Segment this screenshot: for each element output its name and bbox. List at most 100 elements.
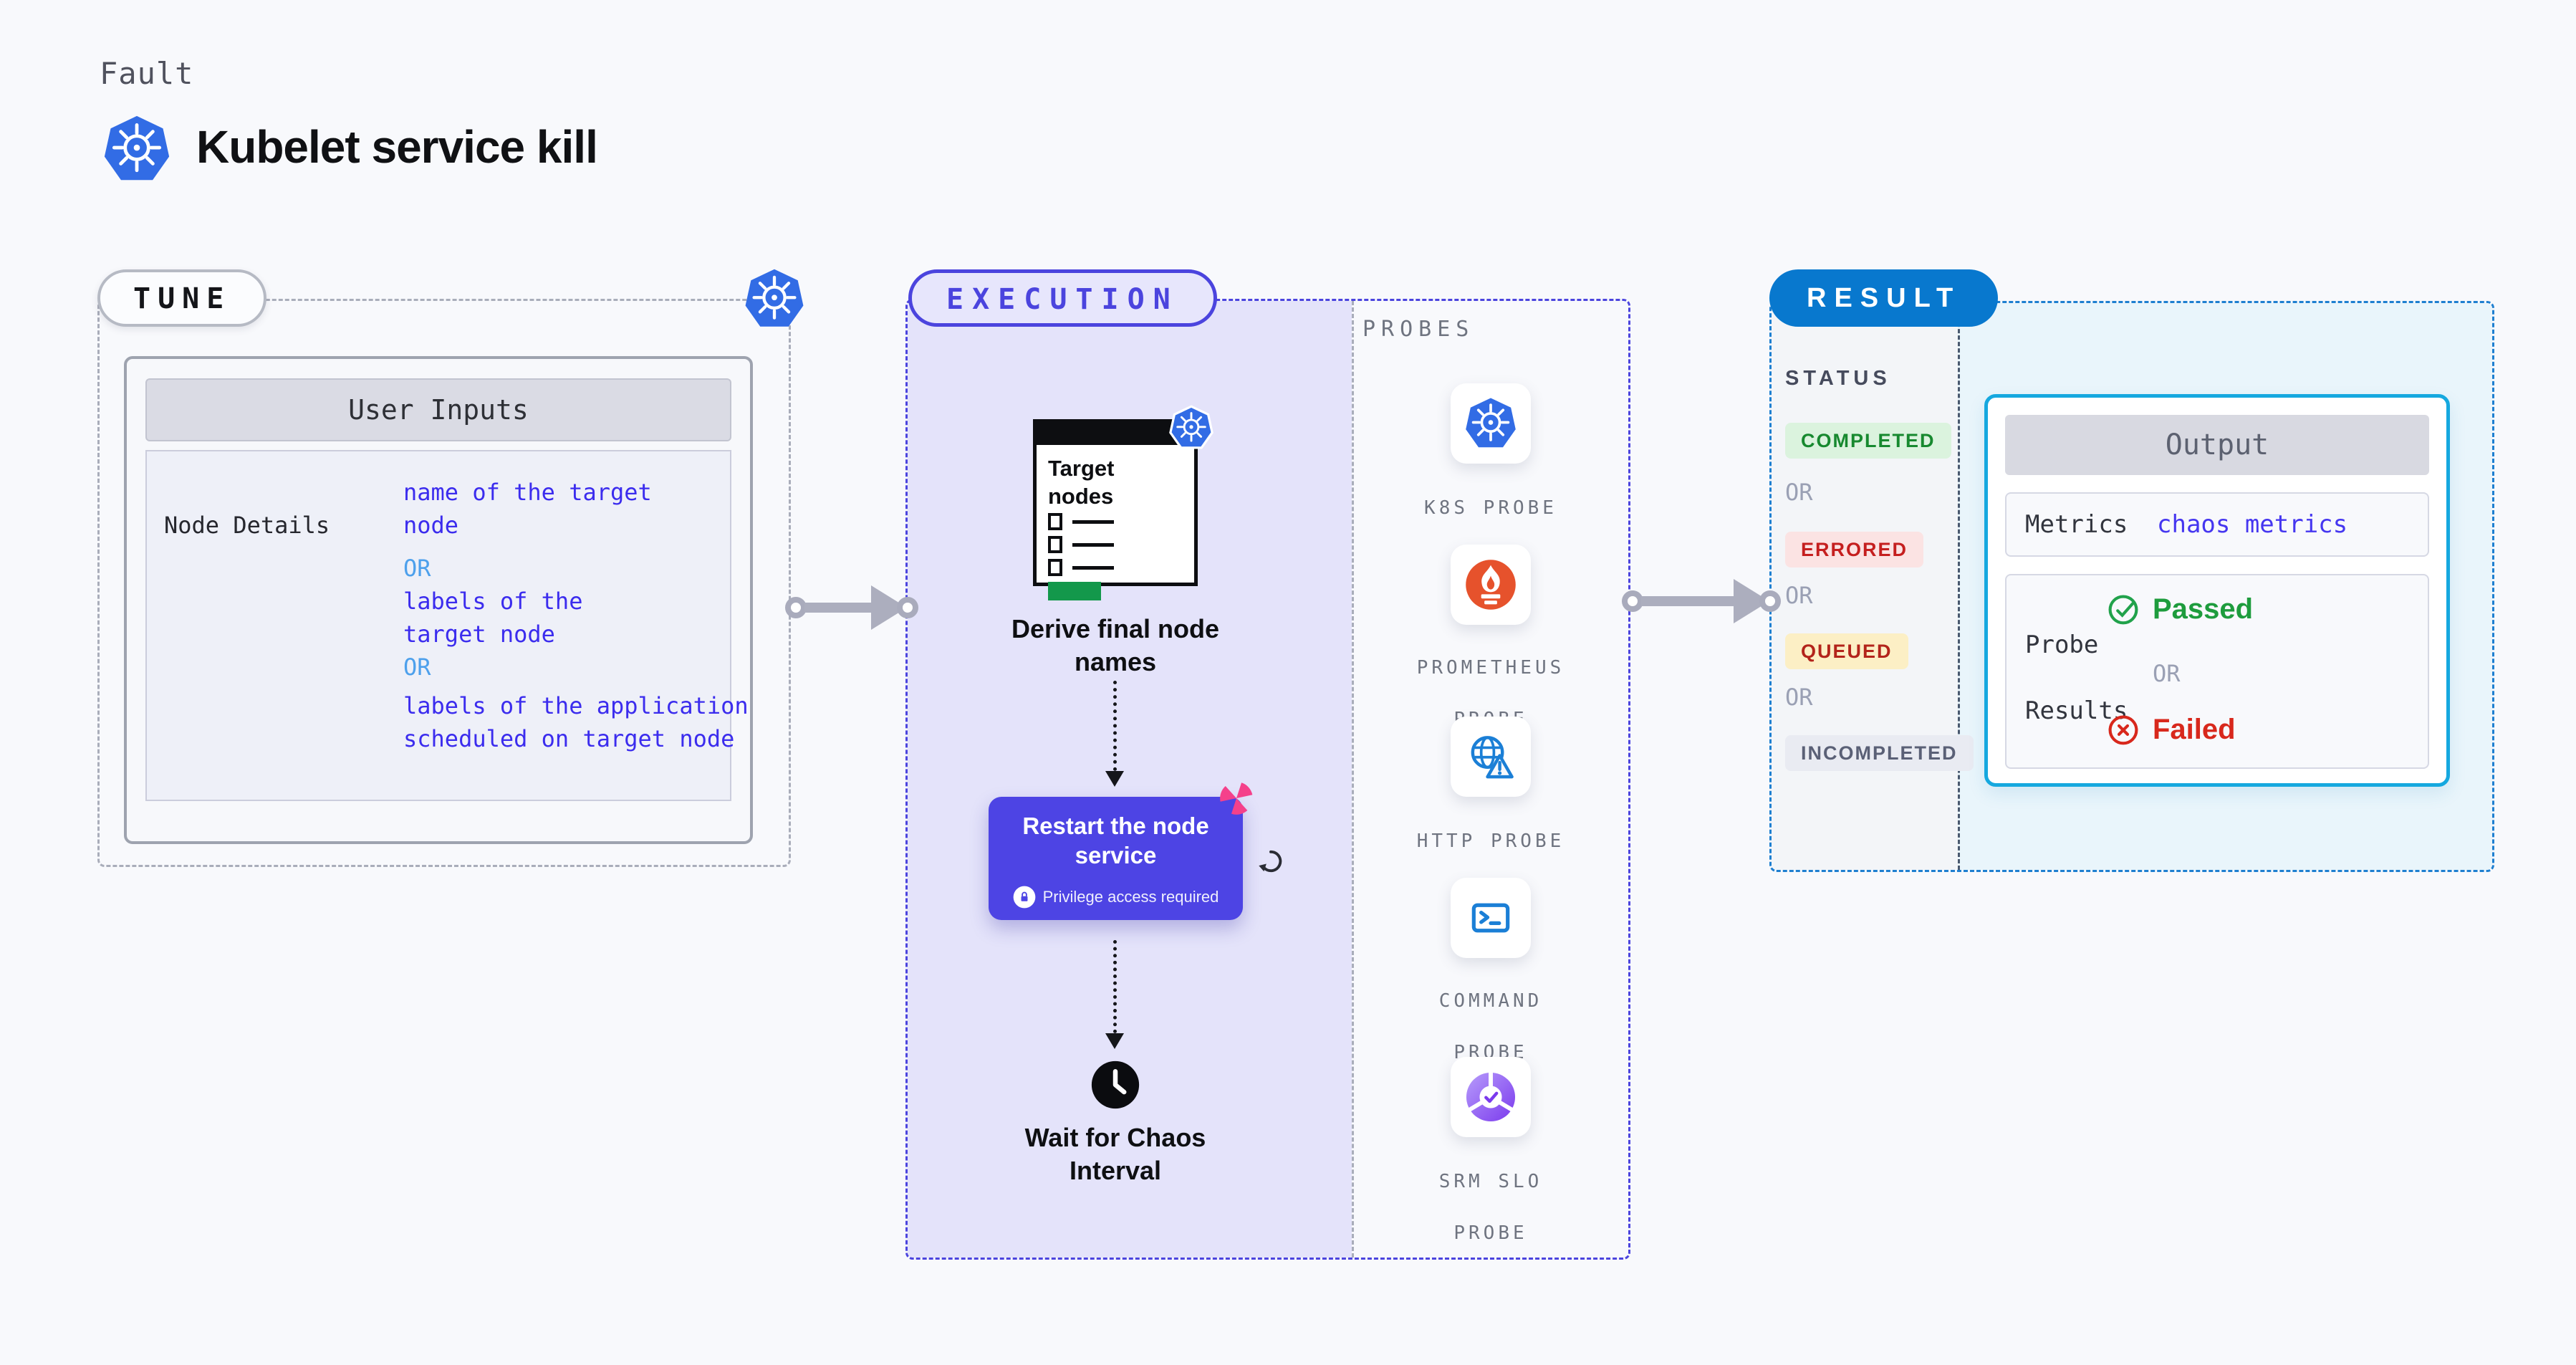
connector-start-circle xyxy=(1622,590,1643,612)
kubernetes-icon xyxy=(1169,405,1213,449)
status-badge-incompleted: INCOMPLETED xyxy=(1785,735,1974,771)
or-label: OR xyxy=(1785,684,1813,711)
or-label: OR xyxy=(1785,582,1813,609)
probe-label-line: PROBE xyxy=(1453,1222,1528,1244)
probe-card-k8s xyxy=(1451,383,1531,464)
result-badge: RESULT xyxy=(1769,269,1999,327)
privilege-note-row: Privilege access required xyxy=(989,886,1243,909)
target-nodes-card: Target nodes xyxy=(1033,419,1198,600)
probe-label-k8s: K8S PROBE xyxy=(1394,469,1587,573)
probe-label-srm-slo: SRM SLO PROBE xyxy=(1394,1143,1587,1272)
probe-card-srm-slo xyxy=(1451,1057,1531,1137)
probe-results-line2: Results xyxy=(2025,696,2128,725)
value-line: target node xyxy=(403,621,555,648)
value-line: labels of the xyxy=(403,588,583,615)
passed-result: Passed xyxy=(2107,593,2253,626)
chaos-pinwheel-icon xyxy=(1220,782,1253,815)
flow-arrowhead xyxy=(1105,771,1124,787)
tune-to-execution-arrow xyxy=(785,583,918,633)
metrics-label: Metrics xyxy=(2025,510,2128,539)
value-line: node xyxy=(403,512,459,539)
output-title: Output xyxy=(2005,415,2429,475)
kubernetes-icon xyxy=(102,115,171,183)
connector-end-circle xyxy=(1759,590,1781,612)
derive-node-names-label: Derive final node names xyxy=(972,613,1259,679)
checklist-item xyxy=(1048,559,1114,576)
checklist-line xyxy=(1072,542,1114,547)
checklist-item xyxy=(1048,536,1114,553)
node-details-label: Node Details xyxy=(164,512,330,539)
probe-card-command xyxy=(1451,878,1531,958)
checkbox-icon xyxy=(1048,513,1062,530)
target-nodes-label: Target nodes xyxy=(1048,454,1114,510)
probes-title: PROBES xyxy=(1363,317,1475,342)
value-line: labels of the application xyxy=(403,692,749,719)
node-details-values: name of the target node OR labels of the… xyxy=(403,476,761,755)
retry-loop-icon xyxy=(1259,850,1282,873)
value-line: scheduled on target node xyxy=(403,725,735,752)
probe-card-http xyxy=(1451,717,1531,797)
user-inputs-title: User Inputs xyxy=(145,378,731,441)
output-card: Output Metrics chaos metrics Probe Resul… xyxy=(1984,394,2450,787)
status-column xyxy=(1772,303,1958,870)
tune-badge: TUNE xyxy=(97,269,267,327)
or-label: OR xyxy=(1785,479,1813,506)
probe-label-http: HTTP PROBE xyxy=(1394,803,1587,906)
http-globe-warning-icon xyxy=(1471,736,1514,779)
value-line: name of the target xyxy=(403,479,652,506)
wait-for-chaos-label: Wait for Chaos Interval xyxy=(972,1121,1259,1187)
connector-line xyxy=(804,603,873,613)
terminal-icon xyxy=(1471,903,1510,933)
check-circle-icon xyxy=(2108,595,2138,625)
page-title: Kubelet service kill xyxy=(196,121,598,173)
srm-slo-icon xyxy=(1466,1072,1516,1122)
probe-results-line1: Probe xyxy=(2025,631,2099,659)
target-nodes-line1: Target xyxy=(1048,456,1115,481)
status-badge-queued: QUEUED xyxy=(1785,633,1908,669)
wait-line1: Wait for Chaos xyxy=(1024,1123,1206,1152)
flow-arrow-shaft xyxy=(1113,940,1117,1033)
metrics-row: Metrics chaos metrics xyxy=(2005,492,2429,557)
wait-line2: Interval xyxy=(1069,1156,1162,1185)
checkbox-icon xyxy=(1048,559,1062,576)
restart-line1: Restart the node xyxy=(1022,813,1209,839)
fault-category-label: Fault xyxy=(100,56,194,91)
privilege-note: Privilege access required xyxy=(1042,888,1219,906)
x-circle-icon xyxy=(2108,715,2138,745)
probe-results-label: Probe Results xyxy=(2025,595,2128,760)
probe-label-line: SRM SLO xyxy=(1438,1171,1543,1192)
checklist-line xyxy=(1072,565,1114,570)
kubernetes-icon xyxy=(1464,397,1517,450)
probe-label-line: COMMAND xyxy=(1438,990,1543,1012)
target-nodes-titlebar xyxy=(1036,422,1195,445)
kubernetes-icon xyxy=(744,268,805,330)
status-output-separator xyxy=(1958,303,1960,870)
prometheus-icon xyxy=(1466,560,1516,610)
derive-line1: Derive final node xyxy=(1011,614,1220,643)
checklist-line xyxy=(1072,519,1114,524)
checklist-item xyxy=(1048,513,1114,530)
connector-end-circle xyxy=(897,597,918,618)
restart-node-service-card: Restart the node service Privilege acces… xyxy=(989,797,1243,920)
probes-separator xyxy=(1352,301,1354,1258)
connector-start-circle xyxy=(785,597,807,618)
execution-badge: EXECUTION xyxy=(908,269,1217,327)
metrics-value: chaos metrics xyxy=(2157,510,2348,539)
passed-label: Passed xyxy=(2153,593,2254,625)
progress-bar xyxy=(1048,582,1101,600)
lock-icon xyxy=(1013,886,1035,909)
flow-arrowhead xyxy=(1105,1033,1124,1049)
or-label: OR xyxy=(403,555,431,582)
restart-line2: service xyxy=(1075,842,1157,868)
target-nodes-line2: nodes xyxy=(1048,484,1114,509)
probe-label-line: HTTP PROBE xyxy=(1416,830,1565,852)
or-label: OR xyxy=(2153,660,2181,687)
failed-result: Failed xyxy=(2107,713,2236,746)
connector-line xyxy=(1641,596,1736,606)
restart-title: Restart the node service xyxy=(989,811,1243,870)
status-badge-errored: ERRORED xyxy=(1785,532,1924,567)
clock-icon xyxy=(1091,1060,1140,1109)
probe-results-row: Probe Results Passed OR Failed xyxy=(2005,574,2429,769)
flow-arrow-shaft xyxy=(1113,681,1117,771)
